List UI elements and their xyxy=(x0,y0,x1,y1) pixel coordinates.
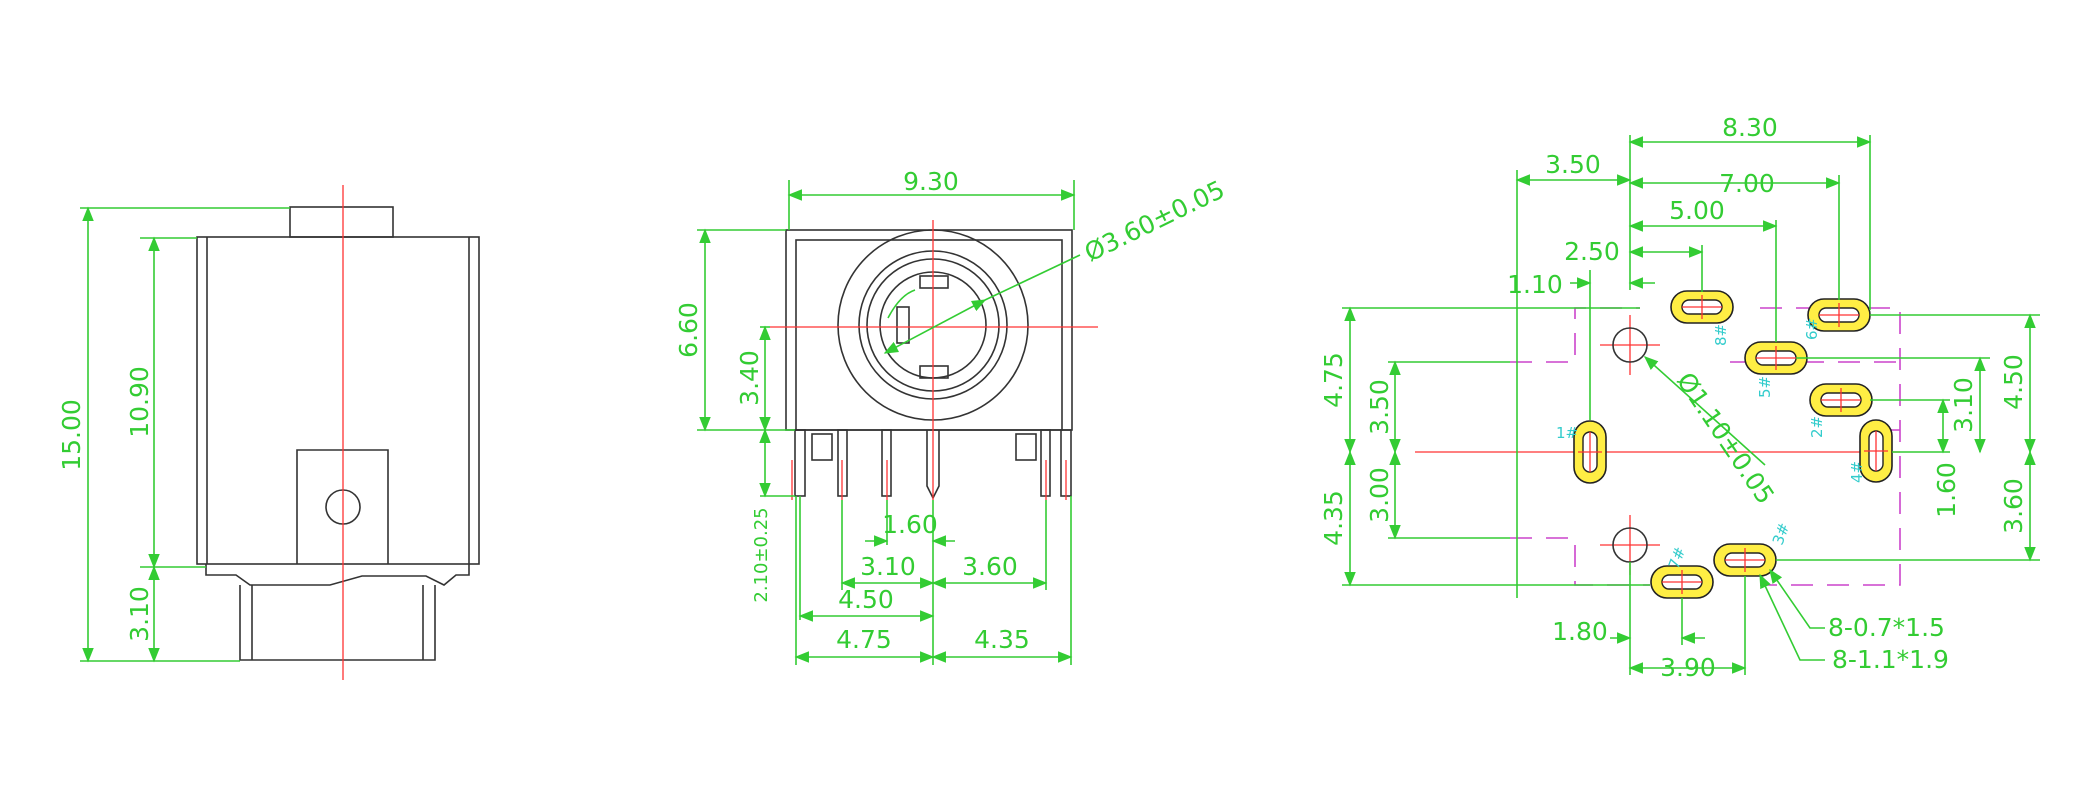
footprint-pcb-outline xyxy=(1510,307,1901,586)
pin-label-2: 2# xyxy=(1808,416,1826,438)
fp-dim-8-30: 8.30 xyxy=(1722,113,1778,142)
fp-dim-5-00: 5.00 xyxy=(1669,196,1725,225)
front-dim-width: 9.30 xyxy=(903,167,959,196)
front-dim-3-10: 3.10 xyxy=(860,552,916,581)
front-view-dimensions: 9.30 Ø3.60±0.05 6.60 3.40 2.10±0.25 xyxy=(674,167,1229,665)
front-dim-center-height: 3.40 xyxy=(735,350,764,406)
front-dim-height: 6.60 xyxy=(674,302,703,358)
footprint-centerlines xyxy=(1415,315,1900,575)
side-dim-nose-height: 3.10 xyxy=(125,586,154,642)
pad-6 xyxy=(1807,298,1871,332)
front-view: 9.30 Ø3.60±0.05 6.60 3.40 2.10±0.25 xyxy=(674,167,1229,665)
fp-dim-left-3-00: 3.00 xyxy=(1365,467,1394,523)
footprint-view: 1# 2# 3# 4# 5# 6# 7# 8# 8.30 3.50 7.00 xyxy=(1319,113,2040,682)
pin-label-3: 3# xyxy=(1769,520,1793,547)
pad-3 xyxy=(1713,543,1777,577)
fp-dim-right-4-50: 4.50 xyxy=(1999,354,2028,410)
side-view-dimensions: 15.00 10.90 3.10 xyxy=(57,206,290,663)
pin-labels: 1# 2# 3# 4# 5# 6# 7# 8# xyxy=(1556,318,1866,571)
fp-dim-2-50: 2.50 xyxy=(1564,237,1620,266)
fp-dim-7-00: 7.00 xyxy=(1719,169,1775,198)
front-view-outline xyxy=(785,229,1073,500)
fp-dim-left-4-75: 4.75 xyxy=(1319,352,1348,408)
pad-8 xyxy=(1670,290,1734,324)
fp-dim-3-50: 3.50 xyxy=(1545,150,1601,179)
pin-label-8: 8# xyxy=(1712,324,1730,346)
front-view-centerlines xyxy=(770,220,1098,500)
pad-2 xyxy=(1809,383,1873,417)
front-dim-pin-length: 2.10±0.25 xyxy=(751,507,772,602)
pad-4 xyxy=(1859,419,1893,483)
fp-dim-right-3-60: 3.60 xyxy=(1999,478,2028,534)
fp-dim-bottom-3-90: 3.90 xyxy=(1660,653,1716,682)
mounting-hole-top xyxy=(1612,327,1648,363)
fp-dim-right-1-60: 1.60 xyxy=(1932,462,1961,518)
side-view-outline xyxy=(196,206,480,661)
pin-label-5: 5# xyxy=(1756,376,1774,398)
front-dim-4-75: 4.75 xyxy=(836,625,892,654)
fp-dim-1-10: 1.10 xyxy=(1507,270,1563,299)
front-dim-1-60: 1.60 xyxy=(882,510,938,539)
fp-dim-right-3-10: 3.10 xyxy=(1949,377,1978,433)
fp-dim-bottom-1-80: 1.80 xyxy=(1552,617,1608,646)
fp-dim-left-3-50: 3.50 xyxy=(1365,379,1394,435)
fp-pad-note-1: 8-0.7*1.5 xyxy=(1828,613,1945,642)
pad-1 xyxy=(1573,420,1607,484)
pin-label-1: 1# xyxy=(1556,424,1578,442)
pin-label-6: 6# xyxy=(1803,318,1821,340)
fp-pad-note-2: 8-1.1*1.9 xyxy=(1832,645,1949,674)
side-dim-overall-height: 15.00 xyxy=(57,399,86,471)
front-dim-4-50: 4.50 xyxy=(838,585,894,614)
pad-7 xyxy=(1650,565,1714,599)
fp-dim-left-4-35: 4.35 xyxy=(1319,490,1348,546)
side-dim-body-height: 10.90 xyxy=(125,366,154,438)
front-dim-hole-diameter: Ø3.60±0.05 xyxy=(1080,175,1229,268)
front-dim-4-35: 4.35 xyxy=(974,625,1030,654)
side-view: 15.00 10.90 3.10 xyxy=(57,185,480,680)
front-dim-3-60: 3.60 xyxy=(962,552,1018,581)
pin-label-4: 4# xyxy=(1848,461,1866,483)
